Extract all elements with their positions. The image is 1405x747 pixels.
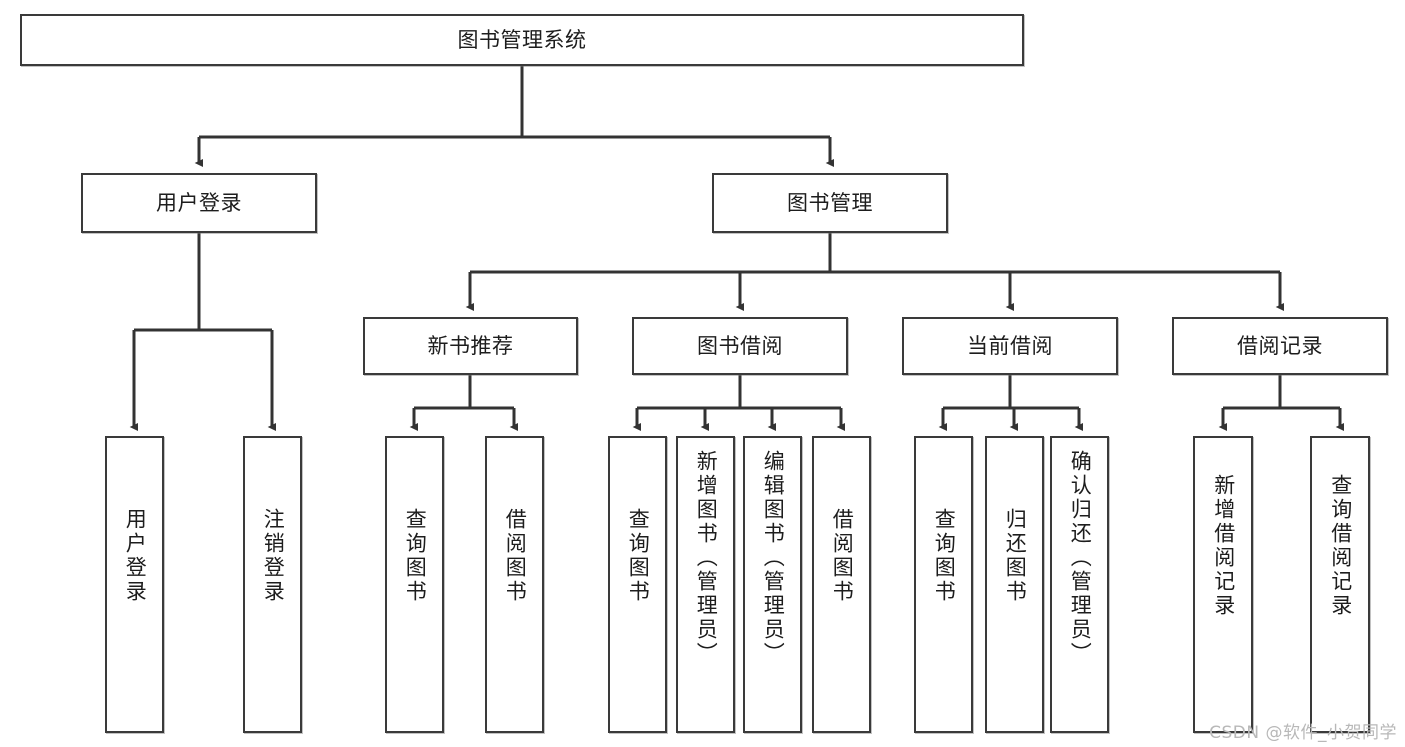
leaf-logout[interactable]: 注销登录	[243, 436, 302, 733]
leaf-return-book[interactable]: 归还图书	[985, 436, 1044, 733]
node-label: 查询图书	[932, 508, 957, 604]
node-current-borrowing[interactable]: 当前借阅	[902, 317, 1118, 375]
node-user-login[interactable]: 用户登录	[81, 173, 317, 233]
leaf-user-login[interactable]: 用户登录	[105, 436, 164, 733]
leaf-add-borrow-record[interactable]: 新增借阅记录	[1193, 436, 1253, 733]
node-label: 新增图书（管理员）	[694, 450, 719, 666]
node-label: 用户登录	[123, 508, 148, 604]
leaf-query-book-current[interactable]: 查询图书	[914, 436, 973, 733]
leaf-query-borrow-record[interactable]: 查询借阅记录	[1310, 436, 1370, 733]
node-label: 图书管理系统	[457, 27, 587, 52]
node-new-book-recommendation[interactable]: 新书推荐	[363, 317, 578, 375]
node-label: 注销登录	[261, 508, 286, 604]
node-root-book-management-system[interactable]: 图书管理系统	[20, 14, 1024, 66]
node-label: 借阅记录	[1237, 333, 1323, 358]
node-label: 借阅图书	[830, 508, 855, 604]
node-label: 确认归还（管理员）	[1068, 450, 1093, 666]
node-label: 借阅图书	[503, 508, 528, 604]
leaf-confirm-return-admin[interactable]: 确认归还（管理员）	[1050, 436, 1109, 733]
node-label: 查询图书	[626, 508, 651, 604]
leaf-query-book-borrow[interactable]: 查询图书	[608, 436, 667, 733]
node-borrowing-record[interactable]: 借阅记录	[1172, 317, 1388, 375]
node-label: 用户登录	[156, 190, 242, 215]
node-label: 新书推荐	[427, 333, 514, 358]
node-book-management[interactable]: 图书管理	[712, 173, 948, 233]
node-label: 查询借阅记录	[1328, 474, 1353, 618]
node-label: 图书管理	[787, 190, 873, 215]
node-label: 归还图书	[1003, 508, 1028, 604]
leaf-query-book-recommend[interactable]: 查询图书	[385, 436, 444, 733]
node-label: 编辑图书（管理员）	[761, 450, 786, 666]
leaf-borrow-book-recommend[interactable]: 借阅图书	[485, 436, 544, 733]
node-label: 查询图书	[403, 508, 428, 604]
leaf-add-book-admin[interactable]: 新增图书（管理员）	[676, 436, 735, 733]
node-label: 图书借阅	[697, 333, 783, 358]
node-label: 新增借阅记录	[1211, 474, 1236, 618]
leaf-edit-book-admin[interactable]: 编辑图书（管理员）	[743, 436, 802, 733]
node-book-borrowing[interactable]: 图书借阅	[632, 317, 848, 375]
leaf-borrow-book[interactable]: 借阅图书	[812, 436, 871, 733]
node-label: 当前借阅	[967, 333, 1053, 358]
